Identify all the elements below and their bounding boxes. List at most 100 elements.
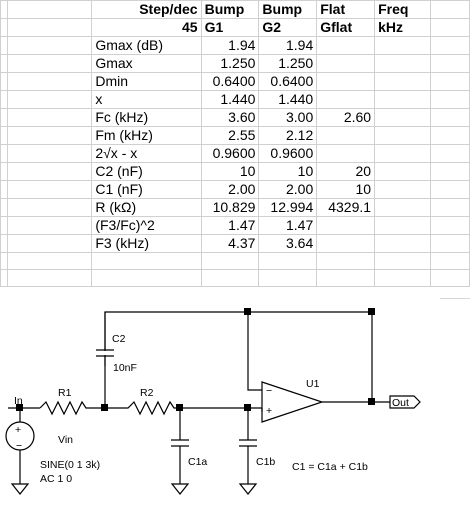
value-cell-g2: 2.12 xyxy=(258,126,318,145)
blank-cell xyxy=(0,54,8,73)
blank-cell xyxy=(200,269,260,287)
value-cell-flat: 2.60 xyxy=(316,108,376,127)
blank-cell xyxy=(316,269,376,287)
value-cell-flat: 20 xyxy=(316,162,376,181)
blank-cell xyxy=(0,162,8,181)
blank-cell xyxy=(258,252,318,270)
value-cell-freq xyxy=(374,216,431,235)
value-cell-freq xyxy=(374,90,431,109)
value-cell-g1: 1.94 xyxy=(200,36,260,55)
blank-cell xyxy=(6,72,93,91)
value-cell-g1: 2.55 xyxy=(200,126,260,145)
value-cell-flat xyxy=(316,54,376,73)
node xyxy=(176,404,183,411)
row-label: Gmax xyxy=(91,54,202,73)
value-cell-g1: 1.47 xyxy=(200,216,260,235)
blank-cell xyxy=(6,180,93,199)
blank-cell xyxy=(6,90,93,109)
blank-cell xyxy=(6,18,93,37)
value-cell-freq xyxy=(374,36,431,55)
blank-cell xyxy=(429,252,470,270)
r2-label: R2 xyxy=(140,387,154,399)
value-cell-flat xyxy=(316,216,376,235)
blank-cell xyxy=(6,216,93,235)
value-cell-g2: 1.47 xyxy=(258,216,318,235)
source-minus: − xyxy=(16,440,22,452)
value-cell-freq xyxy=(374,54,431,73)
header-cell: 45 xyxy=(91,18,202,37)
header-cell: kHz xyxy=(374,18,431,37)
blank-cell xyxy=(429,90,470,109)
value-cell-g1: 4.37 xyxy=(200,234,260,253)
grid-line xyxy=(440,298,470,299)
blank-cell xyxy=(6,108,93,127)
blank-cell xyxy=(0,0,8,19)
value-cell-freq xyxy=(374,108,431,127)
c1a-label: C1a xyxy=(188,456,207,468)
row-label: Dmin xyxy=(91,72,202,91)
u1-label: U1 xyxy=(306,378,320,390)
node xyxy=(101,404,108,411)
value-cell-g2: 1.440 xyxy=(258,90,318,109)
header-cell: Gflat xyxy=(316,18,376,37)
value-cell-flat: 4329.1 xyxy=(316,198,376,217)
c1b-label: C1b xyxy=(256,456,275,468)
empty-row xyxy=(0,252,470,270)
value-cell-freq xyxy=(374,162,431,181)
blank-cell xyxy=(0,144,8,163)
source-spec: SINE(0 1 3k) xyxy=(40,459,100,471)
blank-cell xyxy=(0,36,8,55)
value-cell-g2: 0.6400 xyxy=(258,72,318,91)
row-label: 2√x - x xyxy=(91,144,202,163)
blank-cell xyxy=(6,0,93,19)
row-label: Gmax (dB) xyxy=(91,36,202,55)
value-cell-g1: 10 xyxy=(200,162,260,181)
blank-cell xyxy=(0,90,8,109)
value-cell-g2: 1.250 xyxy=(258,54,318,73)
blank-cell xyxy=(429,0,470,19)
blank-cell xyxy=(6,198,93,217)
value-cell-g1: 0.9600 xyxy=(200,144,260,163)
blank-cell xyxy=(0,18,8,37)
r1-label: R1 xyxy=(58,387,72,399)
blank-cell xyxy=(429,54,470,73)
value-cell-g1: 0.6400 xyxy=(200,72,260,91)
c2-label: C2 xyxy=(112,333,126,345)
value-cell-g2: 0.9600 xyxy=(258,144,318,163)
blank-cell xyxy=(0,108,8,127)
node xyxy=(244,308,251,315)
blank-cell xyxy=(91,252,202,270)
node xyxy=(368,308,375,315)
blank-cell xyxy=(0,198,8,217)
value-cell-freq xyxy=(374,198,431,217)
blank-cell xyxy=(6,36,93,55)
opamp-minus: − xyxy=(266,385,272,397)
value-cell-flat: 10 xyxy=(316,180,376,199)
header-cell: Bump xyxy=(258,0,318,19)
value-cell-g1: 3.60 xyxy=(200,108,260,127)
blank-cell xyxy=(316,252,376,270)
ground-icon xyxy=(238,483,258,495)
row-label: (F3/Fc)^2 xyxy=(91,216,202,235)
blank-cell xyxy=(6,269,93,287)
r2-resistor xyxy=(105,400,180,416)
blank-cell xyxy=(429,18,470,37)
circuit-schematic: C2 10nF − + U1 Out In R1 R2 C1a C1b C1 =… xyxy=(5,308,421,495)
blank-cell xyxy=(91,269,202,287)
blank-cell xyxy=(6,234,93,253)
out-label: Out xyxy=(392,397,409,409)
opamp-feedback xyxy=(247,312,262,391)
row-label: Fc (kHz) xyxy=(91,108,202,127)
value-cell-g1: 1.440 xyxy=(200,90,260,109)
blank-cell xyxy=(6,54,93,73)
